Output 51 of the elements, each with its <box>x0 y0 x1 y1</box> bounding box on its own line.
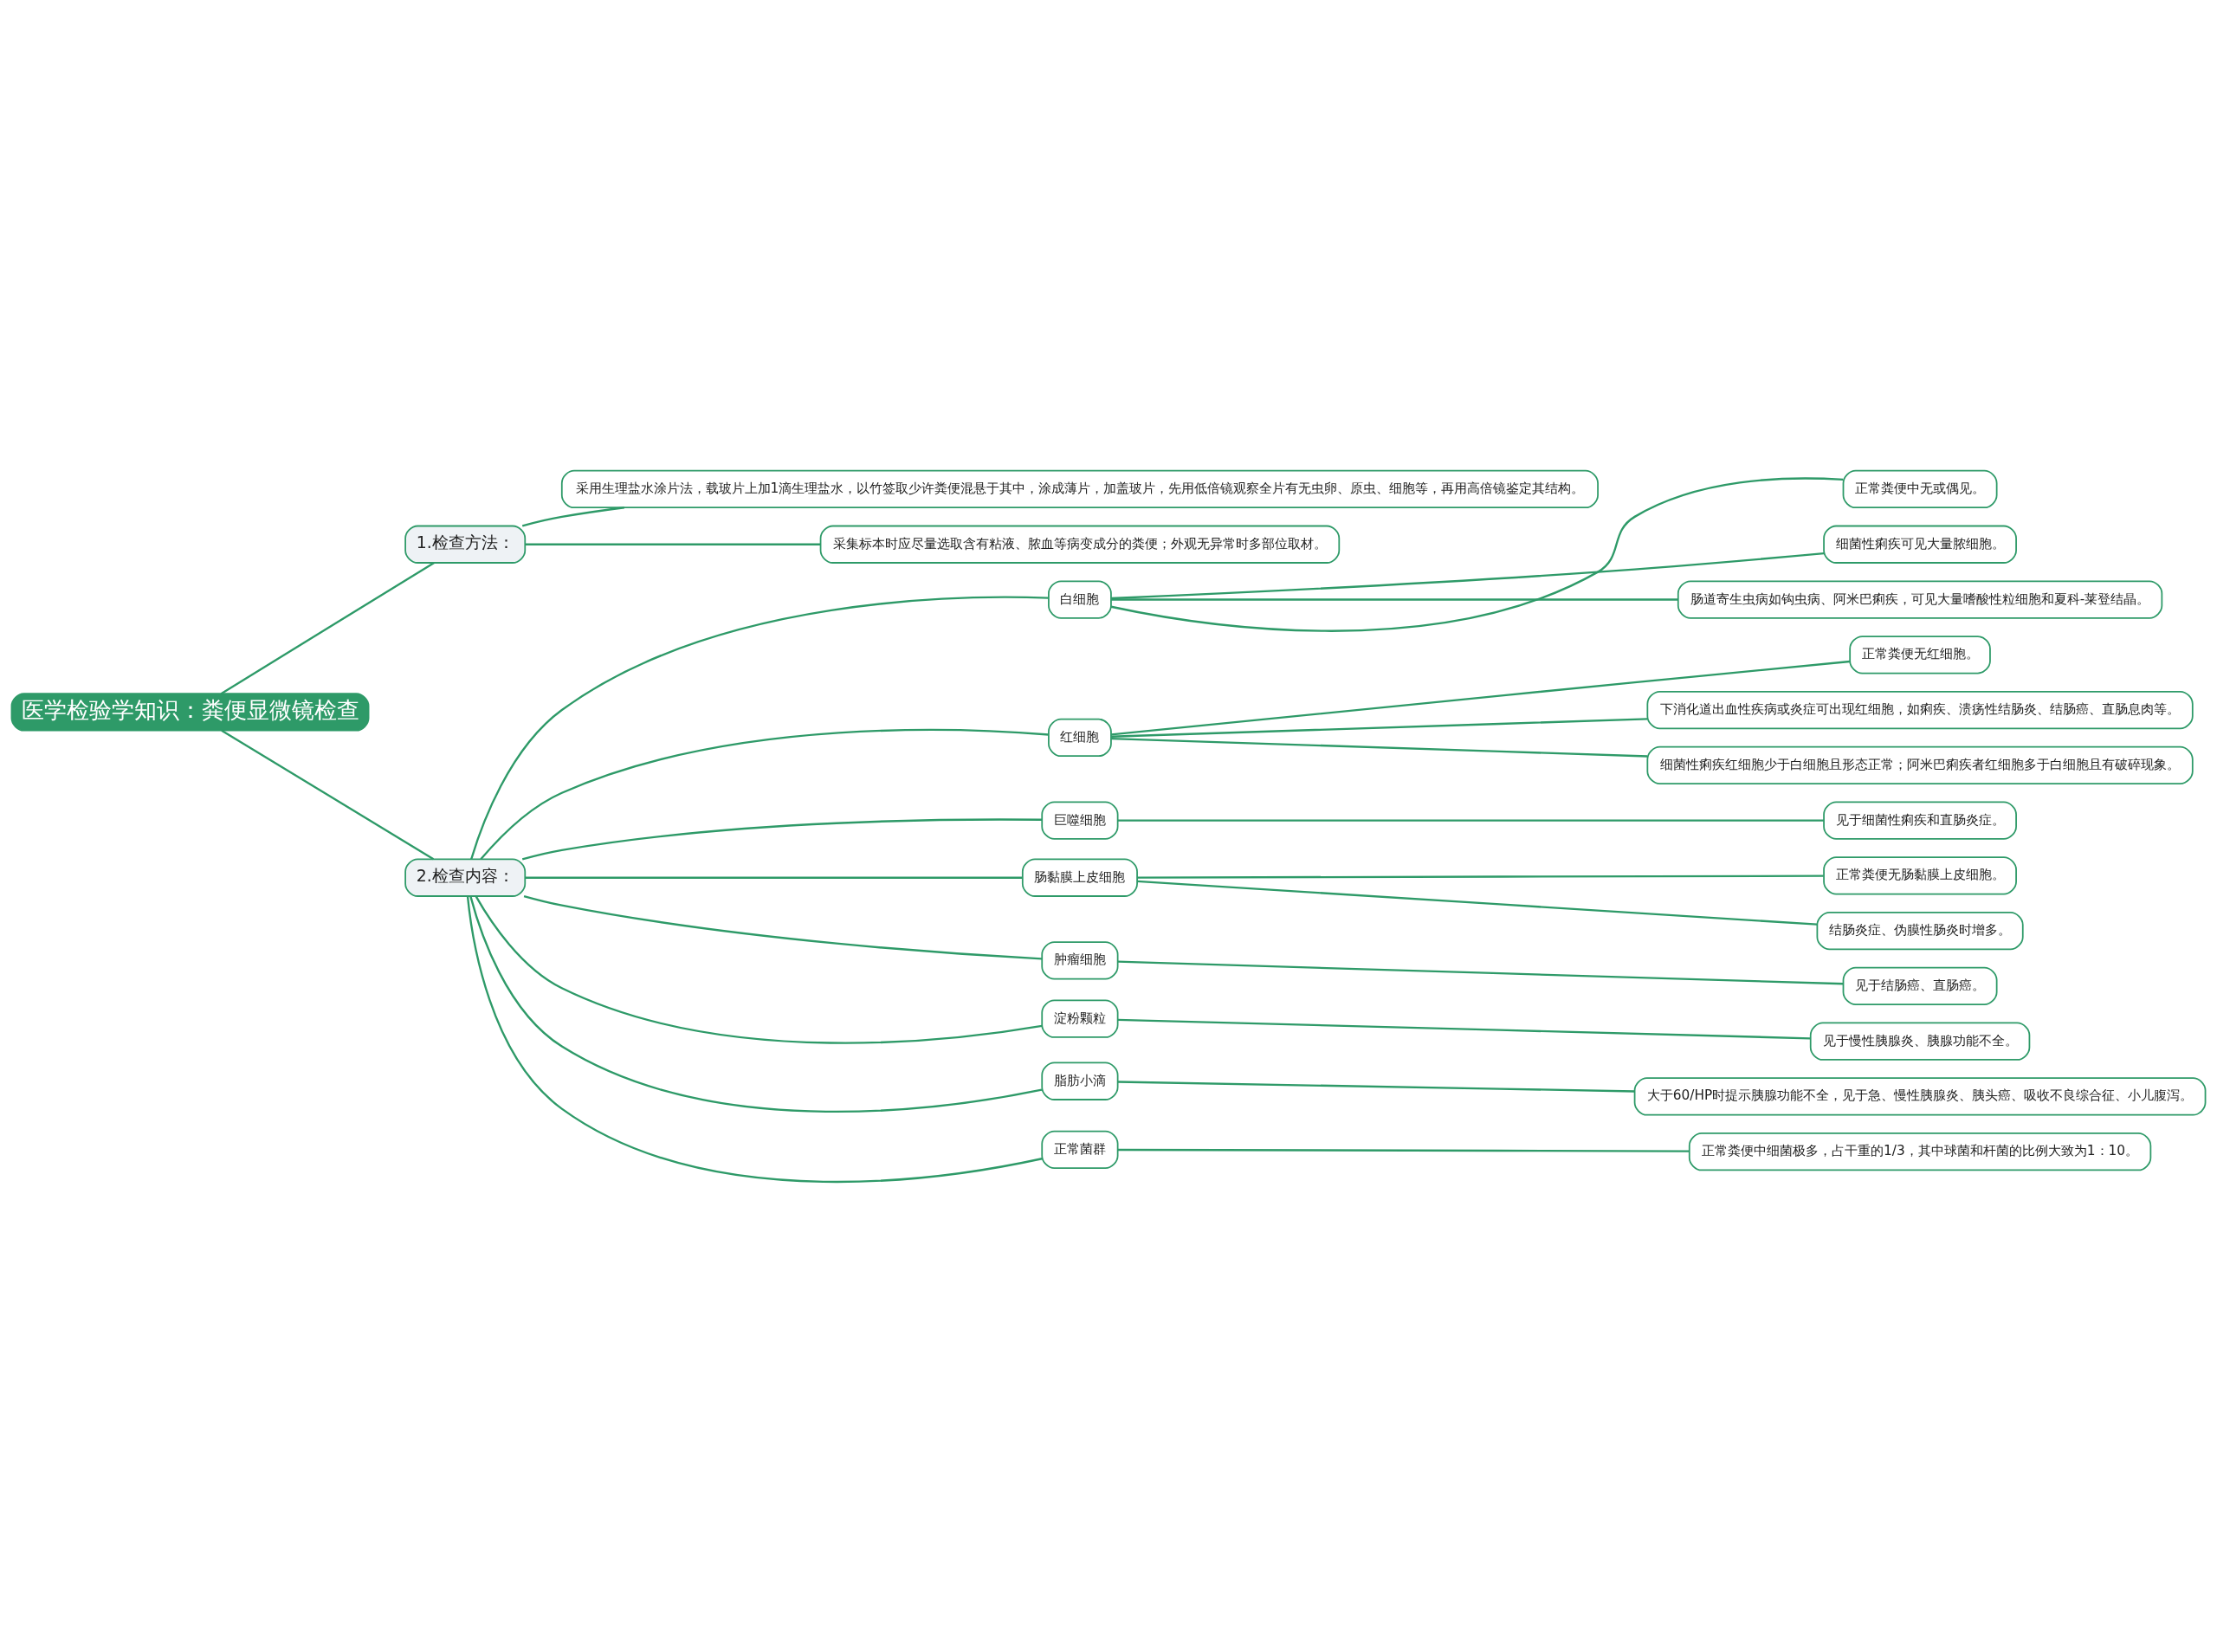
connector <box>1137 880 1818 926</box>
connector <box>1111 660 1851 736</box>
node-box: 1.检查方法： <box>404 525 527 564</box>
connector <box>1117 1148 1690 1152</box>
connector <box>525 543 821 545</box>
connector <box>525 876 1023 879</box>
connector <box>1111 737 1648 758</box>
node-box: 下消化道出血性疾病或炎症可出现红细胞，如痢疾、溃疡性结肠炎、结肠癌、直肠息肉等。 <box>1646 690 2194 729</box>
node-box: 白细胞 <box>1048 579 1112 619</box>
node-box: 正常菌群 <box>1041 1130 1119 1169</box>
node-box: 红细胞 <box>1048 718 1112 757</box>
connector <box>1117 818 1824 822</box>
connector <box>221 729 435 860</box>
node-box: 肠道寄生虫病如钩虫病、阿米巴痢疾，可见大量嗜酸性粒细胞和夏科-莱登结晶。 <box>1677 579 2163 619</box>
node-box: 淀粉颗粒 <box>1041 999 1119 1038</box>
node-box: 大于60/HP时提示胰腺功能不全，见于急、慢性胰腺炎、胰头癌、吸收不良综合征、小儿腹泻。 <box>1633 1076 2207 1116</box>
connector <box>480 728 1049 860</box>
connector <box>521 817 1043 861</box>
node-box: 见于慢性胰腺炎、胰腺功能不全。 <box>1809 1022 2031 1061</box>
connector <box>475 895 1043 1044</box>
connector <box>1111 552 1825 599</box>
node-box: 肠黏膜上皮细胞 <box>1021 858 1138 897</box>
connector <box>220 561 435 694</box>
node-box: 正常粪便中无或偶见。 <box>1842 469 1998 508</box>
node-box: 巨噬细胞 <box>1041 800 1119 840</box>
connector <box>1137 874 1824 879</box>
node-box: 采集标本时应尽量选取含有粘液、脓血等病变成分的粪便；外观无异常时多部位取材。 <box>819 525 1341 564</box>
connector <box>469 895 1043 1113</box>
node-box: 结肠炎症、伪膜性肠炎时增多。 <box>1816 911 2024 950</box>
node-box: 正常粪便中细菌极多，占干重的1/3，其中球菌和杆菌的比例大致为1：10。 <box>1688 1132 2152 1171</box>
node-box: 医学检验学知识：粪便显微镜检查 <box>10 692 370 732</box>
connector <box>470 596 1049 860</box>
node-box: 见于结肠癌、直肠癌。 <box>1842 966 1998 1005</box>
connector <box>521 506 625 526</box>
connector <box>466 895 1043 1183</box>
node-box: 脂肪小滴 <box>1041 1062 1119 1100</box>
connector <box>1110 476 1844 632</box>
connector <box>1117 960 1844 984</box>
connector <box>1111 597 1678 601</box>
node-box: 肿瘤细胞 <box>1041 940 1119 980</box>
node-box: 细菌性痢疾红细胞少于白细胞且形态正常；阿米巴痢疾者红细胞多于白细胞且有破碎现象。 <box>1646 745 2194 784</box>
connector <box>1117 1080 1635 1093</box>
node-box: 2.检查内容： <box>404 858 527 897</box>
node-box: 采用生理盐水涂片法，载玻片上加1滴生理盐水，以竹签取少许粪便混悬于其中，涂成薄片，加盖玻片，先用低倍镜观察全片有无虫卵、原虫、细胞等，再用高倍镜鉴定其结构。 <box>560 469 1599 508</box>
node-box: 细菌性痢疾可见大量脓细胞。 <box>1823 525 2017 564</box>
connector <box>1111 717 1648 738</box>
node-box: 见于细菌性痢疾和直肠炎症。 <box>1823 800 2017 840</box>
node-box: 正常粪便无红细胞。 <box>1849 635 1991 674</box>
connector <box>523 894 1043 960</box>
node-box: 正常粪便无肠黏膜上皮细胞。 <box>1823 855 2017 894</box>
connector <box>1117 1018 1811 1039</box>
